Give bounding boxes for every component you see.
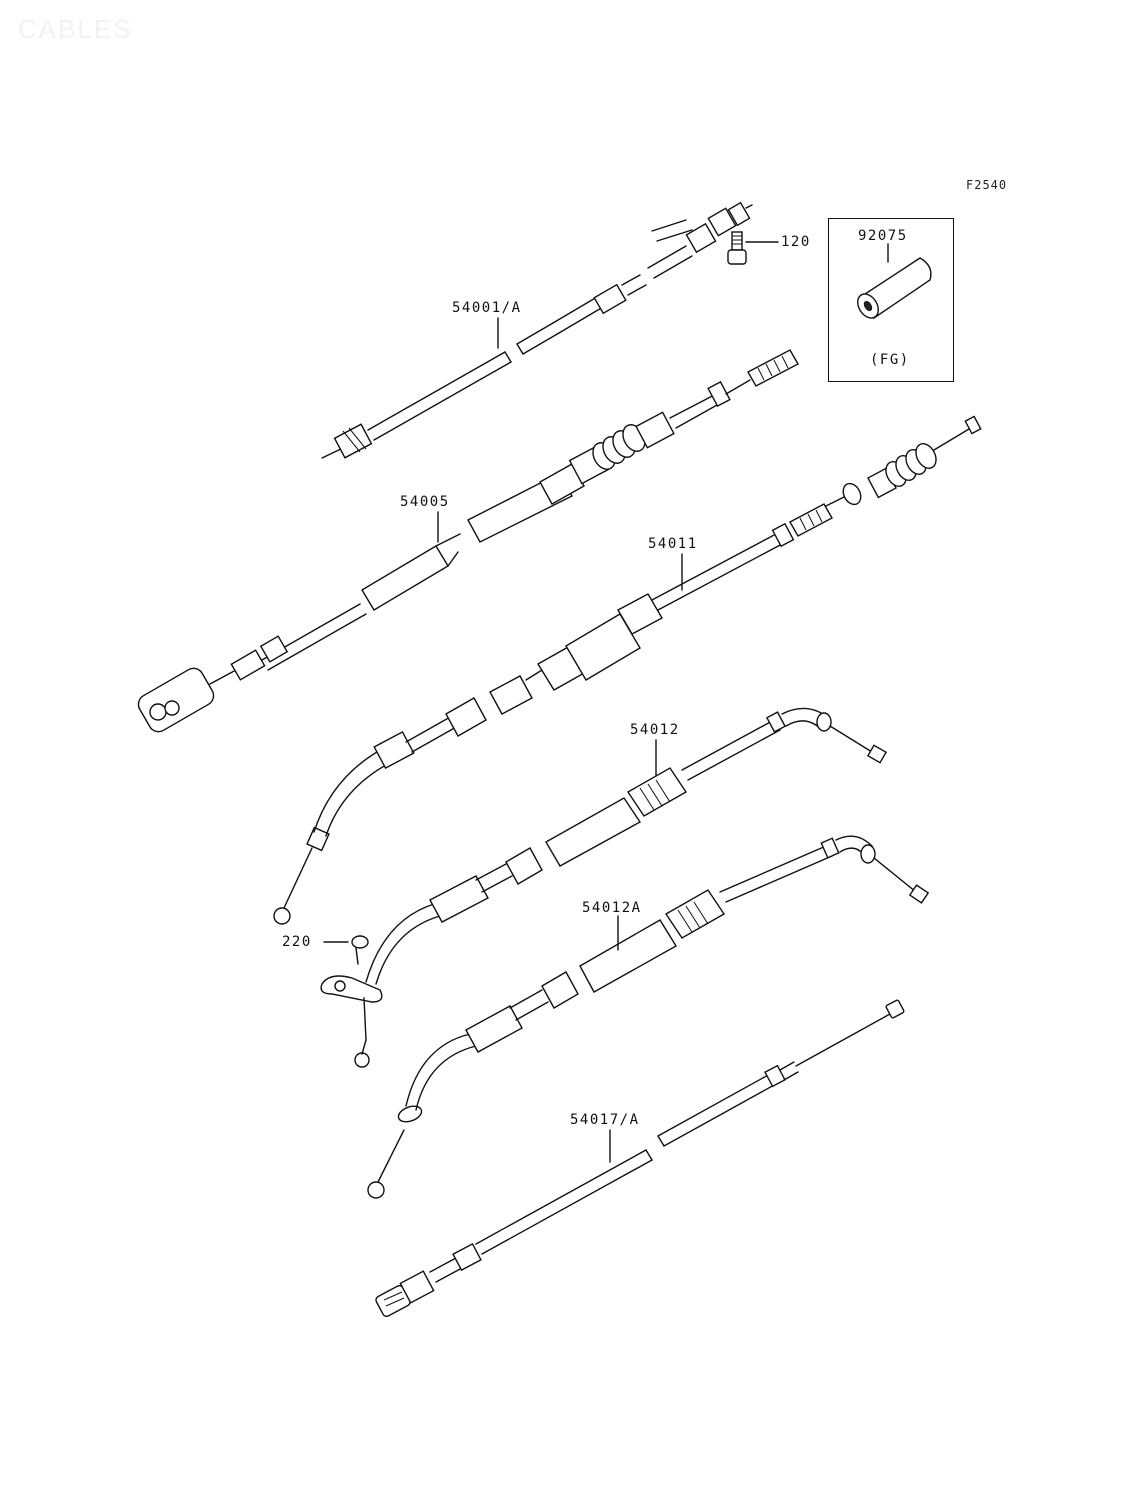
bolt-120 bbox=[727, 231, 779, 265]
tachometer-cable bbox=[375, 999, 905, 1318]
speedometer-cable bbox=[321, 201, 753, 459]
callout-54012: 54012 bbox=[630, 722, 680, 738]
clutch-cable bbox=[137, 349, 799, 733]
callout-220: 220 bbox=[282, 934, 312, 950]
callout-54001a: 54001/A bbox=[452, 300, 522, 316]
callout-54011: 54011 bbox=[648, 536, 698, 552]
section-watermark: CABLES bbox=[18, 14, 133, 44]
throttle-cable-open bbox=[320, 707, 888, 1068]
sleeve-detail-box bbox=[828, 218, 954, 382]
figure-code: F2540 bbox=[966, 178, 1008, 192]
choke-cable bbox=[273, 415, 982, 925]
callout-54012a: 54012A bbox=[582, 900, 642, 916]
callout-54005: 54005 bbox=[400, 494, 450, 510]
callout-fg-note: (FG) bbox=[870, 352, 910, 368]
callout-54017a: 54017/A bbox=[570, 1112, 640, 1128]
throttle-cable-close bbox=[367, 835, 930, 1199]
sleeve-92075 bbox=[857, 243, 932, 320]
callout-92075: 92075 bbox=[858, 228, 908, 244]
callout-120: 120 bbox=[781, 234, 811, 250]
